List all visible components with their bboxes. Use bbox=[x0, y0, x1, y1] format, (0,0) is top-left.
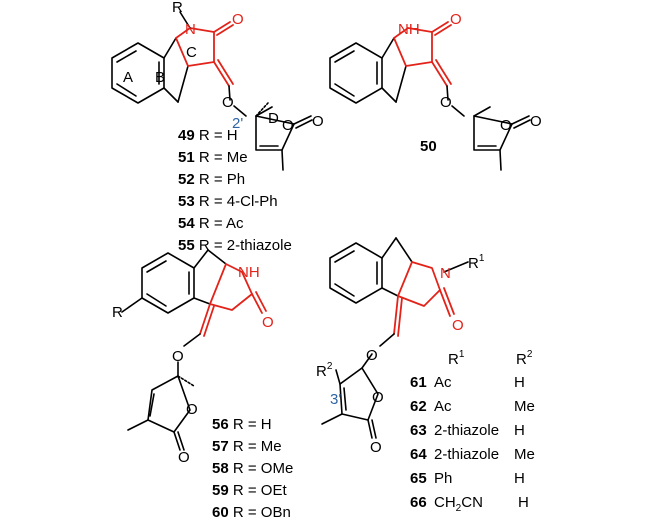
series-1-row: 51 R = Me bbox=[178, 149, 248, 166]
position-label-2prime: 2' bbox=[232, 115, 243, 132]
series-1-row: 53 R = 4-Cl-Ph bbox=[178, 193, 278, 210]
table-row-num: 65 bbox=[410, 470, 427, 487]
series-1-legend: 49 R = H 51 R = Me 52 R = Ph 53 R = 4-Cl… bbox=[178, 127, 292, 254]
substituent-r: R bbox=[112, 304, 123, 321]
ring-label-b: B bbox=[155, 69, 165, 86]
ring-label-d: D bbox=[268, 110, 279, 127]
atom-o: O bbox=[262, 314, 274, 331]
atom-o: O bbox=[500, 117, 512, 134]
structure-56: R NH O O O O bbox=[112, 249, 274, 466]
table-row-num: 63 bbox=[410, 422, 427, 439]
series-2-row: 57 R = Me bbox=[212, 438, 282, 455]
substituent-r1: R1 bbox=[468, 253, 485, 272]
table-row-r1: Ac bbox=[434, 398, 452, 415]
table-row-r1: Ph bbox=[434, 470, 452, 487]
table-header-r2: R2 bbox=[516, 349, 533, 368]
series-1-row: 55 R = 2-thiazole bbox=[178, 237, 292, 254]
atom-o: O bbox=[186, 401, 198, 418]
table-row-num: 64 bbox=[410, 446, 427, 463]
table-row-num: 61 bbox=[410, 374, 427, 391]
table-row-r1: CH2CN bbox=[434, 494, 483, 514]
atom-o: O bbox=[172, 348, 184, 365]
atom-nh: NH bbox=[238, 264, 260, 281]
atom-o: O bbox=[450, 11, 462, 28]
series-2-row: 59 R = OEt bbox=[212, 482, 287, 499]
atom-nh: NH bbox=[398, 21, 420, 38]
substituent-table: R1 R2 61 Ac H 62 Ac Me 63 2-thiazole H 6… bbox=[410, 349, 535, 514]
table-row-r2: H bbox=[518, 494, 529, 511]
position-label-3prime: 3' bbox=[330, 391, 341, 408]
atom-o: O bbox=[530, 113, 542, 130]
series-1-row: 52 R = Ph bbox=[178, 171, 245, 188]
structure-61: N R1 O O O O R2 3' bbox=[316, 237, 485, 456]
atom-o: O bbox=[370, 439, 382, 456]
table-row-r2: H bbox=[514, 422, 525, 439]
table-row-num: 66 bbox=[410, 494, 427, 511]
atom-o: O bbox=[452, 317, 464, 334]
series-2-row: 58 R = OMe bbox=[212, 460, 293, 477]
substituent-r: R bbox=[172, 0, 183, 16]
table-row-r2: H bbox=[514, 470, 525, 487]
table-row-r2: Me bbox=[514, 398, 535, 415]
series-2-row: 60 R = OBn bbox=[212, 504, 291, 521]
atom-n: N bbox=[185, 21, 196, 38]
atom-o: O bbox=[372, 389, 384, 406]
structure-49: N O R O O O A B C D 2' bbox=[111, 0, 324, 171]
structure-50: NH O O O O 50 bbox=[329, 11, 542, 171]
series-2-legend: 56 R = H 57 R = Me 58 R = OMe 59 R = OEt… bbox=[212, 416, 293, 521]
series-2-row: 56 R = H bbox=[212, 416, 272, 433]
atom-o: O bbox=[222, 94, 234, 111]
atom-o: O bbox=[440, 94, 452, 111]
atom-o: O bbox=[366, 347, 378, 364]
atom-o: O bbox=[178, 449, 190, 466]
atom-o: O bbox=[282, 117, 294, 134]
ring-label-c: C bbox=[186, 44, 197, 61]
table-row-r2: Me bbox=[514, 446, 535, 463]
atom-o: O bbox=[312, 113, 324, 130]
substituent-r2: R2 bbox=[316, 361, 333, 380]
table-row-r1: 2-thiazole bbox=[434, 422, 499, 439]
table-row-r1: 2-thiazole bbox=[434, 446, 499, 463]
table-row-r2: H bbox=[514, 374, 525, 391]
series-1-row: 49 R = H bbox=[178, 127, 238, 144]
compound-number-50: 50 bbox=[420, 138, 437, 155]
series-1-row: 54 R = Ac bbox=[178, 215, 244, 232]
atom-o: O bbox=[232, 11, 244, 28]
table-row-r1: Ac bbox=[434, 374, 452, 391]
ring-label-a: A bbox=[123, 69, 133, 86]
table-header-r1: R1 bbox=[448, 349, 465, 368]
table-row-num: 62 bbox=[410, 398, 427, 415]
atom-n: N bbox=[440, 265, 451, 282]
